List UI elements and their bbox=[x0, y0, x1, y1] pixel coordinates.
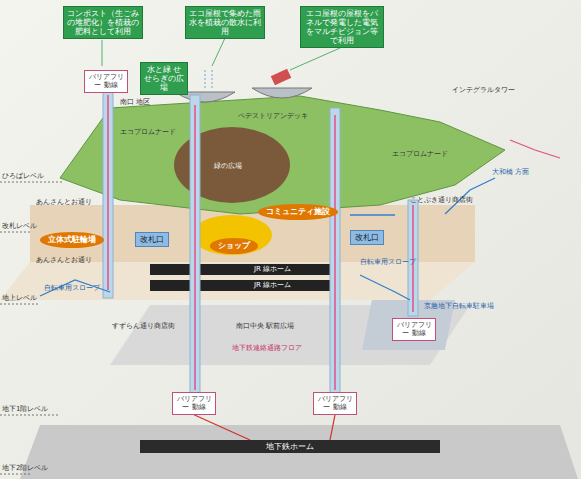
plain-label: 地下1階レベル bbox=[2, 405, 48, 413]
node-text: バリアフリー 動線 bbox=[176, 395, 212, 412]
node-text: バリアフリー 動線 bbox=[88, 73, 124, 90]
plain-label: インテグラルタワー bbox=[452, 86, 515, 94]
plain-label: あんさんとお通り bbox=[36, 256, 92, 264]
node-text: ショップ bbox=[218, 241, 250, 251]
node-text: 水と緑 せせらぎの広場 bbox=[144, 65, 184, 92]
plain-label: 地下鉄連絡通路フロア bbox=[232, 344, 302, 352]
plain-label: JR 線ホーム bbox=[254, 265, 291, 273]
node-text: コンポスト（生ごみの堆肥化）を植栽の肥料として利用 bbox=[67, 9, 139, 36]
gate-box: 改札口 bbox=[135, 232, 169, 247]
plain-label: 大和橋 方面 bbox=[492, 168, 529, 176]
plain-label: 京急地下自転車駐車場 bbox=[424, 302, 494, 310]
shop-area bbox=[192, 215, 272, 255]
plain-label: 南口中央 駅前広場 bbox=[236, 322, 294, 330]
facility-oval: コミュニティ施設 bbox=[258, 204, 338, 220]
plain-label: 地上レベル bbox=[2, 294, 37, 302]
rain bbox=[205, 70, 206, 90]
node-text: コミュニティ施設 bbox=[266, 207, 330, 217]
plain-label: 改札レベル bbox=[2, 222, 37, 230]
eco-callout: エコ屋根で集めた雨水を植栽の散水に利用 bbox=[185, 6, 265, 39]
facility-oval: 立体式駐輪場 bbox=[40, 232, 104, 248]
node-text: エコ屋根の屋根をパネルで発電した電気をマルチビジョン等で利用 bbox=[304, 9, 380, 45]
node-text: バリアフリー 動線 bbox=[317, 395, 353, 412]
node-text: バリアフリー 動線 bbox=[396, 321, 432, 338]
eco-roof bbox=[252, 88, 312, 98]
facility-oval: ショップ bbox=[210, 238, 258, 254]
eco-callout: コンポスト（生ごみの堆肥化）を植栽の肥料として利用 bbox=[63, 6, 143, 39]
node-text: 地下鉄ホーム bbox=[144, 442, 436, 451]
red-connector bbox=[330, 415, 335, 440]
plain-label: エコプロムナード bbox=[120, 128, 176, 136]
b2-slab bbox=[20, 425, 578, 479]
jr-track bbox=[150, 280, 340, 291]
plain-label: エコプロムナード bbox=[392, 150, 448, 158]
eco-callout: 水と緑 せせらぎの広場 bbox=[140, 62, 188, 95]
bike-routes bbox=[40, 140, 560, 300]
jr-track bbox=[150, 264, 340, 275]
solar-panel bbox=[271, 69, 292, 86]
plain-label: 地下2階レベル bbox=[2, 464, 48, 472]
plain-label: ペデストリアンデッキ bbox=[238, 112, 308, 120]
elevator-tubes bbox=[103, 80, 418, 395]
barrier-free-box: バリアフリー 動線 bbox=[172, 392, 216, 415]
red-connector bbox=[194, 415, 250, 440]
node-text: エコ屋根で集めた雨水を植栽の散水に利用 bbox=[189, 9, 261, 36]
barrier-free-box: バリアフリー 動線 bbox=[392, 318, 436, 341]
eco-callout: エコ屋根の屋根をパネルで発電した電気をマルチビジョン等で利用 bbox=[300, 6, 384, 48]
ground-slab bbox=[0, 262, 475, 300]
plain-label: 南口 地区 bbox=[120, 98, 150, 106]
plain-label: すずらん通り商店街 bbox=[112, 322, 175, 330]
plain-label: 自転車用スロープ bbox=[360, 258, 416, 266]
node-text: 改札口 bbox=[140, 235, 164, 244]
barrier-free-box: バリアフリー 動線 bbox=[84, 70, 128, 93]
barrier-free-box: バリアフリー 動線 bbox=[313, 392, 357, 415]
gate-box: 改札口 bbox=[350, 230, 384, 245]
hiroba-deck bbox=[60, 96, 505, 214]
plain-label: ことぶき通り商店街 bbox=[410, 196, 473, 204]
node-text: 改札口 bbox=[355, 233, 379, 242]
plain-label: ひろばレベル bbox=[2, 172, 44, 180]
plain-label: JR 線ホーム bbox=[254, 281, 291, 289]
plain-label: あんさんとお通り bbox=[36, 198, 92, 206]
rain bbox=[212, 70, 213, 90]
level-lines bbox=[0, 182, 62, 474]
platform-bar: 地下鉄ホーム bbox=[140, 440, 440, 453]
plain-label: 自転車用スロープ bbox=[44, 284, 100, 292]
node-text: 立体式駐輪場 bbox=[48, 235, 96, 245]
plain-label: 緑の広場 bbox=[214, 162, 242, 170]
